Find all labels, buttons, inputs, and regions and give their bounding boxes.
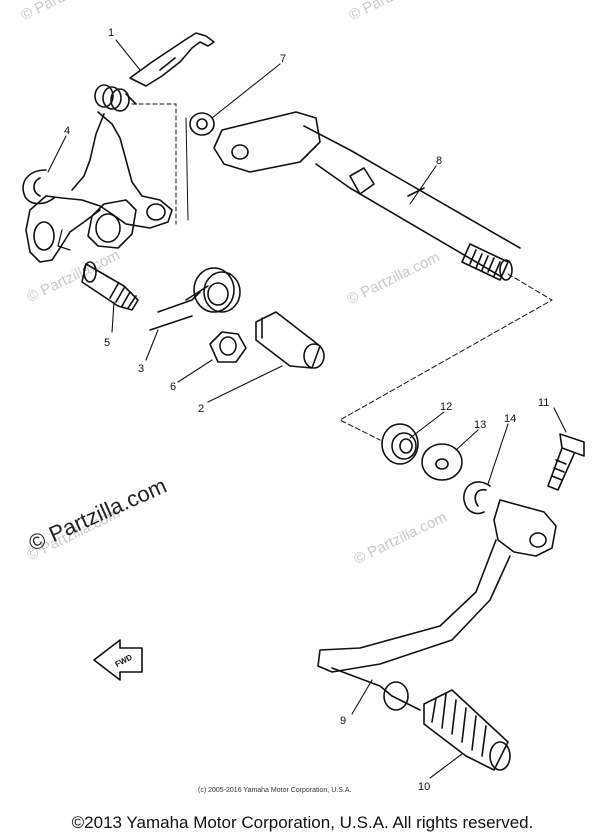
oil-seal — [381, 423, 419, 465]
callout-2: 2 — [198, 403, 204, 415]
callout-10: 10 — [418, 781, 430, 793]
forward-arrow — [93, 639, 143, 681]
pedal-rubber — [423, 689, 511, 771]
collar-pin — [255, 311, 325, 369]
callout-1: 1 — [108, 27, 114, 39]
callout-7: 7 — [280, 53, 286, 65]
callout-8: 8 — [436, 155, 442, 167]
pedal-circlip — [463, 481, 491, 515]
callout-5: 5 — [104, 337, 110, 349]
callout-9: 9 — [340, 715, 346, 727]
callout-3: 3 — [138, 363, 144, 375]
flat-washer — [421, 443, 463, 481]
shift-pedal — [317, 499, 557, 711]
callout-11: 11 — [538, 397, 549, 409]
callout-14: 14 — [504, 413, 516, 425]
callout-12: 12 — [440, 401, 452, 413]
hex-nut — [209, 331, 247, 363]
return-spring — [149, 267, 241, 331]
callout-6: 6 — [170, 381, 176, 393]
callout-4: 4 — [64, 125, 70, 137]
threaded-bolt — [81, 261, 139, 311]
diagram-copyright: (c) 2005-2016 Yamaha Motor Corporation, … — [198, 787, 352, 794]
shift-arm-assembly — [25, 32, 215, 263]
callout-13: 13 — [474, 419, 486, 431]
pinch-bolt — [547, 433, 585, 491]
circlip — [22, 169, 55, 205]
fwd-label: FWD — [114, 652, 135, 669]
shaft-washer — [189, 112, 215, 136]
shift-shaft — [213, 111, 521, 281]
footer-copyright: ©2013 Yamaha Motor Corporation, U.S.A. A… — [71, 813, 534, 832]
